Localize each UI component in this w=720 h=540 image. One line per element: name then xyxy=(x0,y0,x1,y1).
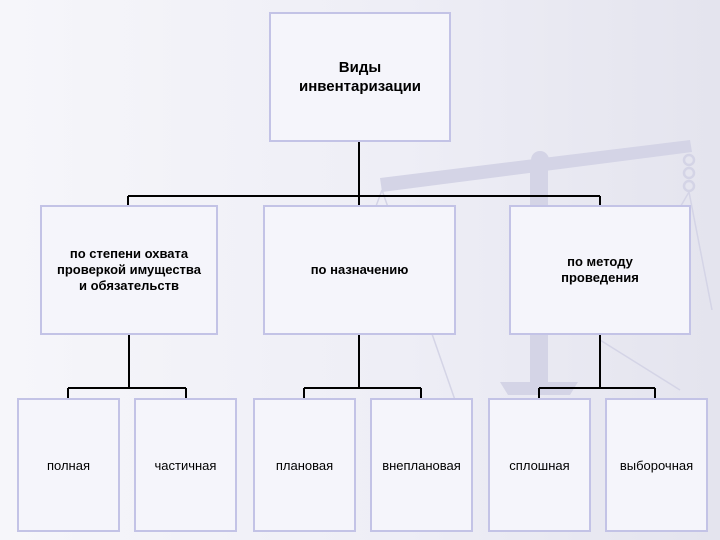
category-box-method: по методу проведения xyxy=(509,205,691,335)
leaf-box-full: полная xyxy=(17,398,120,532)
leaf-box-unplanned: внеплановая xyxy=(370,398,473,532)
root-box: Виды инвентаризации xyxy=(269,12,451,142)
leaf-label-continuous: сплошная xyxy=(509,457,570,473)
leaf-label-planned: плановая xyxy=(275,457,334,473)
category-label-method: по методу проведения xyxy=(561,254,639,285)
category-label-purpose: по назначению xyxy=(310,262,409,277)
leaf-label-unplanned: внеплановая xyxy=(382,457,461,473)
leaf-box-partial: частичная xyxy=(134,398,237,532)
category-box-coverage: по степени охвата проверкой имущества и … xyxy=(40,205,218,335)
leaf-box-selective: выборочная xyxy=(605,398,708,532)
category-label-coverage: по степени охвата проверкой имущества и … xyxy=(57,246,201,293)
leaf-label-selective: выборочная xyxy=(619,457,694,473)
leaf-label-full: полная xyxy=(46,457,91,473)
leaf-box-planned: плановая xyxy=(253,398,356,532)
leaf-box-continuous: сплошная xyxy=(488,398,591,532)
category-box-purpose: по назначению xyxy=(263,205,456,335)
leaf-label-partial: частичная xyxy=(154,457,217,473)
root-label: Виды инвентаризации xyxy=(298,59,422,95)
